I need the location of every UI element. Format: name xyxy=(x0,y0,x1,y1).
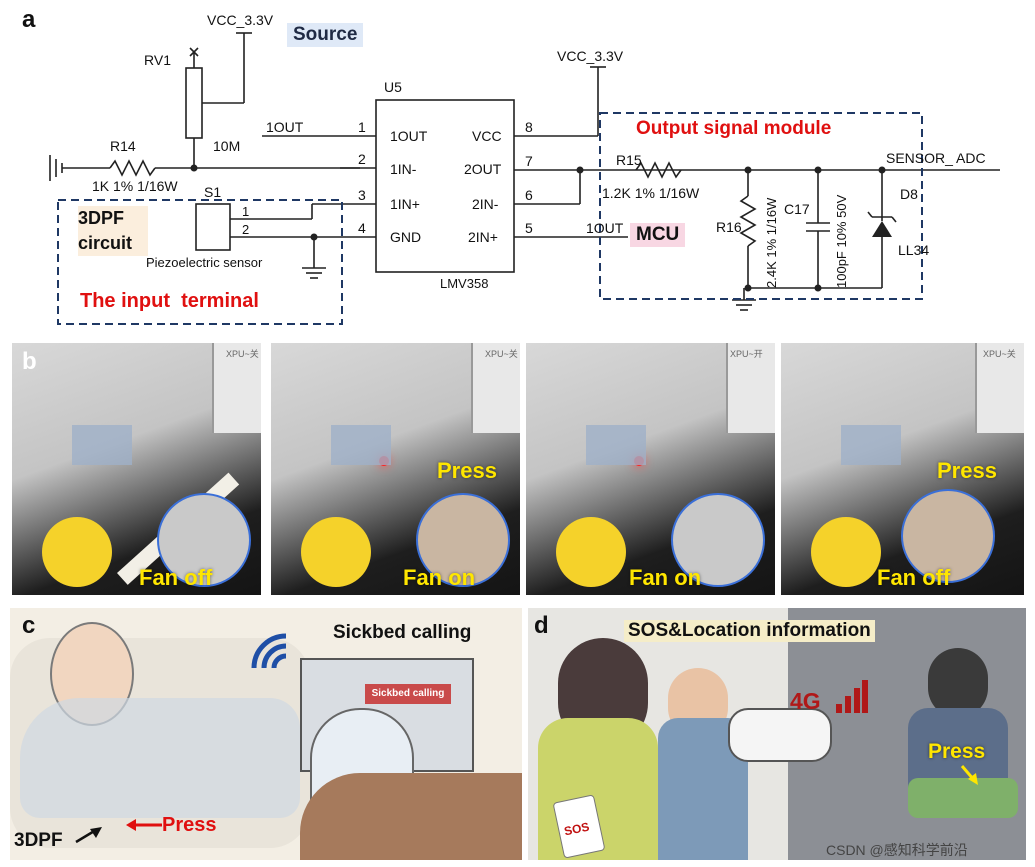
r14-label: R14 xyxy=(110,138,136,154)
pin-2out: 2OUT xyxy=(464,161,502,177)
c17-value: 100pF 10% 50V xyxy=(834,194,849,288)
s1-pin-1: 1 xyxy=(242,204,250,219)
r16-label: R16 xyxy=(716,219,742,235)
panel-a-letter: a xyxy=(22,6,36,33)
panel-d-illustration: SOS xyxy=(528,608,1026,860)
pin-num-1: 1 xyxy=(358,119,366,135)
fan-status: Fan on xyxy=(403,565,476,590)
s1-label: S1 xyxy=(204,184,222,200)
photo-1: XPU~关 Fan off xyxy=(12,343,261,595)
panel-c-title: Sickbed calling xyxy=(333,622,472,644)
input-terminal-label: The input terminal xyxy=(80,290,259,312)
signal-bars-icon xyxy=(836,680,868,713)
r16-value: 2.4K 1% 1/16W xyxy=(764,197,779,288)
dpf-circuit-label: 3DPF circuit xyxy=(78,206,148,256)
output-module-box xyxy=(599,112,923,300)
pin-num-5: 5 xyxy=(525,220,533,236)
press-arrow-icon xyxy=(960,765,978,785)
panel-c-dpf: 3DPF xyxy=(14,830,63,851)
pin-num-4: 4 xyxy=(358,220,366,236)
pin-2in-minus: 2IN- xyxy=(472,196,499,212)
output-module-label: Output signal module xyxy=(636,118,832,139)
c17-label: C17 xyxy=(784,201,810,217)
panel-b-letter: b xyxy=(22,348,37,375)
pin-vcc: VCC xyxy=(472,128,502,144)
sensor-adc-label: SENSOR_ ADC xyxy=(886,150,986,166)
pin-num-6: 6 xyxy=(525,187,533,203)
piezo-label: Piezoelectric sensor xyxy=(146,255,263,270)
d8-value: LL34 xyxy=(898,242,930,258)
panel-d-letter: d xyxy=(534,612,549,639)
net-1out-left: 1OUT xyxy=(266,119,304,135)
vcc-right-label: VCC_3.3V xyxy=(557,48,624,64)
pin-num-3: 3 xyxy=(358,187,366,203)
watermark: CSDN @感知科学前沿 xyxy=(826,842,968,858)
pin-1in-plus: 1IN+ xyxy=(390,196,420,212)
r15-value: 1.2K 1% 1/16W xyxy=(602,185,700,201)
pin-num-8: 8 xyxy=(525,119,533,135)
fan-status: Fan on xyxy=(629,565,702,590)
press-label: Press xyxy=(937,458,997,483)
fan-status: Fan off xyxy=(139,565,213,590)
u5-label: U5 xyxy=(384,79,402,95)
r14-value: 1K 1% 1/16W xyxy=(92,178,178,194)
panel-c-illustration: Sickbed calling xyxy=(10,608,522,860)
screen-text: Sickbed calling xyxy=(365,684,451,704)
panel-c-press: Press xyxy=(162,814,217,836)
network-label: 4G xyxy=(790,688,821,714)
dpf-arrow-icon xyxy=(75,827,102,844)
pin-gnd: GND xyxy=(390,229,422,245)
press-arrow-icon xyxy=(126,819,162,831)
s1-pin-2: 2 xyxy=(242,222,250,237)
d8-label: D8 xyxy=(900,186,918,202)
panel-d-title: SOS&Location information xyxy=(624,620,875,642)
press-label: Press xyxy=(437,458,497,483)
vcc-left-label: VCC_3.3V xyxy=(207,12,274,28)
photo-4: XPU~关 Press Fan off xyxy=(781,343,1024,595)
chip-name: LMV358 xyxy=(440,276,489,291)
r15-label: R15 xyxy=(616,152,642,168)
pin-1out: 1OUT xyxy=(390,128,428,144)
screen-label: XPU~关 xyxy=(983,349,1016,359)
schematic xyxy=(49,32,1000,325)
rv1-label: RV1 xyxy=(144,52,171,68)
photo-3: XPU~开 Fan on xyxy=(526,343,775,595)
screen-label: XPU~关 xyxy=(485,349,518,359)
pin-1in-minus: 1IN- xyxy=(390,161,417,177)
pin-num-2: 2 xyxy=(358,151,366,167)
mcu-label: MCU xyxy=(630,223,686,247)
panel-d-press: Press xyxy=(928,740,986,763)
source-label: Source xyxy=(287,23,364,47)
screen-label: XPU~关 xyxy=(226,349,259,359)
screen-label: XPU~开 xyxy=(730,349,763,359)
input-terminal-box xyxy=(57,199,343,325)
rv1-value: 10M xyxy=(213,138,241,154)
net-1out-right: 1OUT xyxy=(586,220,624,236)
fan-status: Fan off xyxy=(877,565,951,590)
pin-2in-plus: 2IN+ xyxy=(468,229,498,245)
panel-c-letter: c xyxy=(22,612,36,639)
wifi-icon xyxy=(251,633,287,669)
pin-num-7: 7 xyxy=(525,153,533,169)
photo-2: XPU~关 Press Fan on xyxy=(271,343,520,595)
